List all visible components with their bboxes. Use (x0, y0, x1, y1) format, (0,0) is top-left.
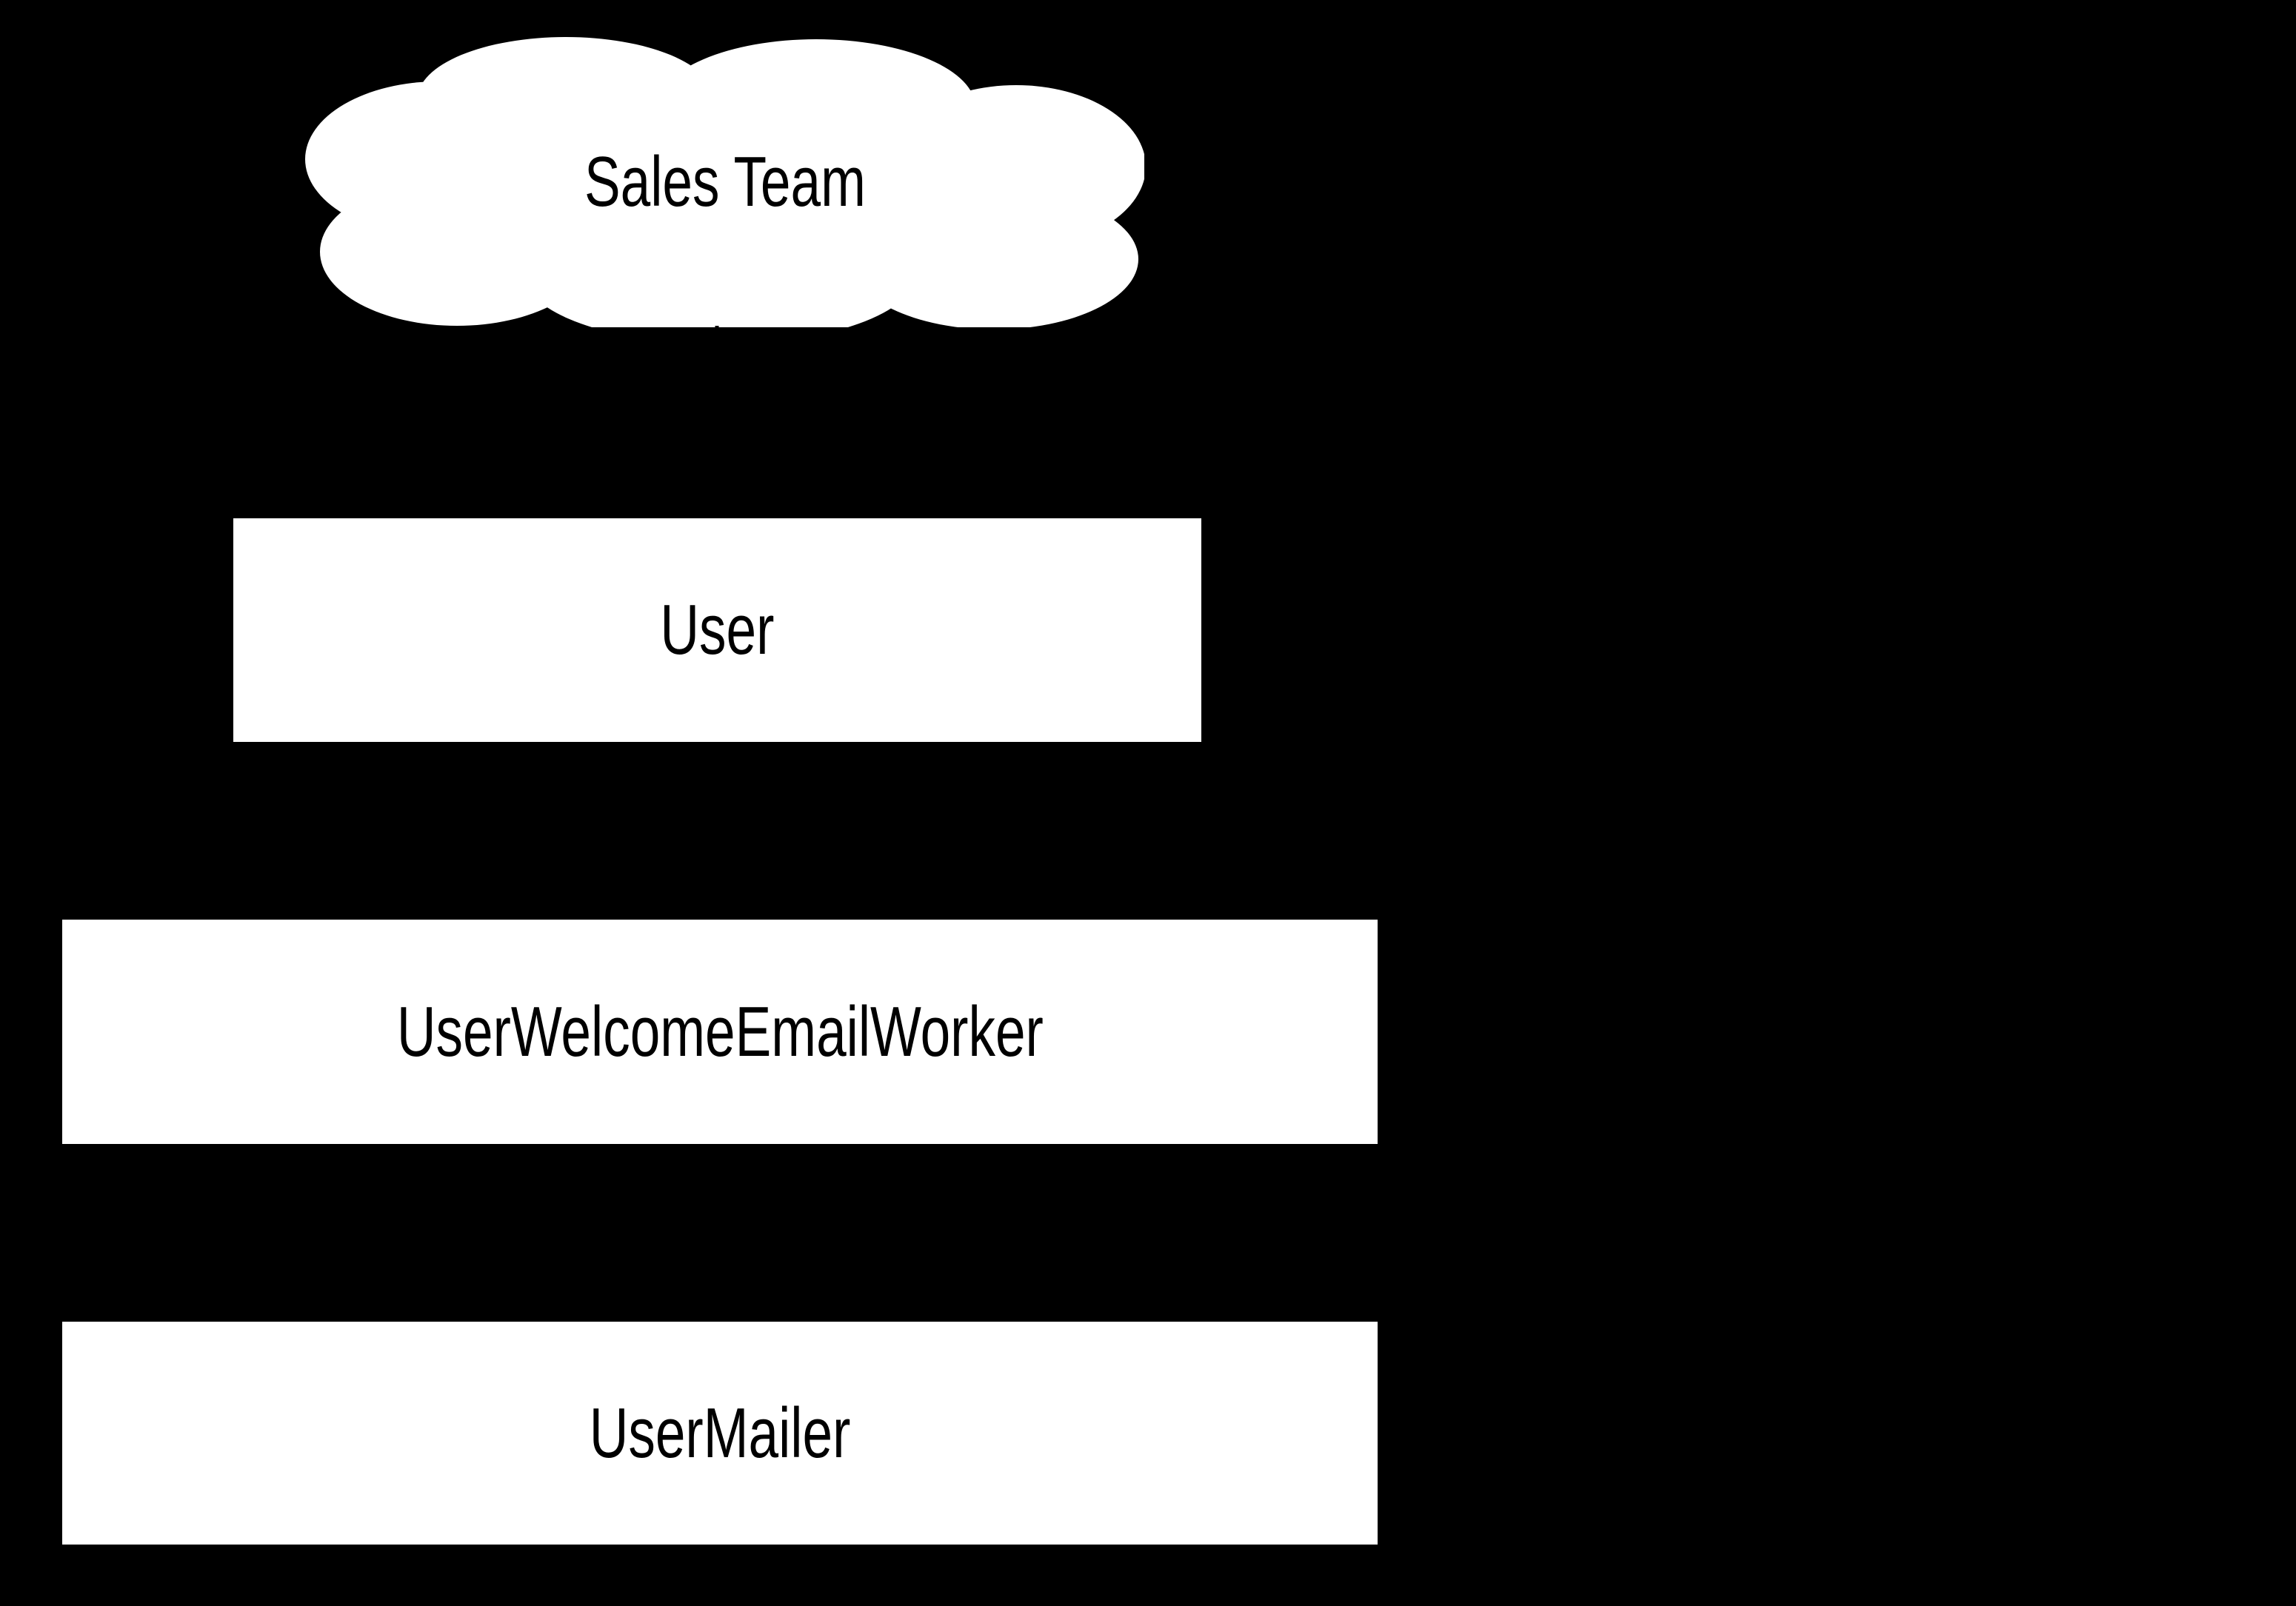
node-user[interactable]: User (233, 518, 1201, 742)
cloud-shape-icon (305, 37, 1144, 327)
node-label-user-mailer: UserMailer (589, 1393, 851, 1473)
node-user-mailer[interactable]: UserMailer (62, 1322, 1378, 1545)
cloud-label-wrap: Sales Team (305, 37, 1144, 327)
node-sales-team[interactable]: Sales Team (305, 37, 1144, 327)
node-label-sales-team: Sales Team (584, 142, 866, 221)
node-user-welcome-email-worker[interactable]: UserWelcomeEmailWorker (62, 920, 1378, 1144)
node-label-user-welcome-email-worker: UserWelcomeEmailWorker (396, 991, 1044, 1071)
node-label-user: User (660, 590, 775, 669)
